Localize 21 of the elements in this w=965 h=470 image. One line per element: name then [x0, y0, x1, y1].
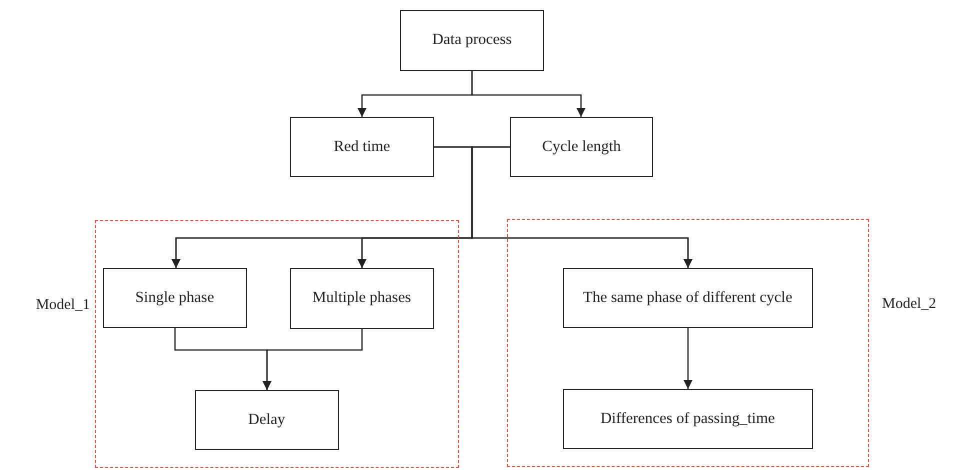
- box-text: Delay: [248, 410, 286, 430]
- box-text: Differences of passing_time: [600, 408, 775, 429]
- process-box: [102, 268, 247, 328]
- connector-arrow: [471, 71, 586, 117]
- box-text: Data process: [432, 30, 512, 50]
- connector-arrow: [684, 328, 692, 389]
- process-box: [400, 10, 544, 71]
- group-label: Model_1: [36, 297, 90, 314]
- process-box: [562, 268, 813, 328]
- group-label: Model_2: [882, 296, 936, 313]
- process-box: [290, 268, 434, 329]
- box-text: Cycle length: [542, 136, 621, 157]
- box-text: Red time: [334, 136, 390, 157]
- process-box: [510, 117, 653, 177]
- process-box: [290, 117, 434, 177]
- box-text: Single phase: [135, 288, 214, 308]
- box-text: The same phase of different cycle: [583, 288, 792, 308]
- connector-arrow: [262, 329, 363, 390]
- box-text: Multiple phases: [312, 288, 411, 308]
- process-box: [194, 390, 339, 450]
- process-box: [562, 388, 813, 449]
